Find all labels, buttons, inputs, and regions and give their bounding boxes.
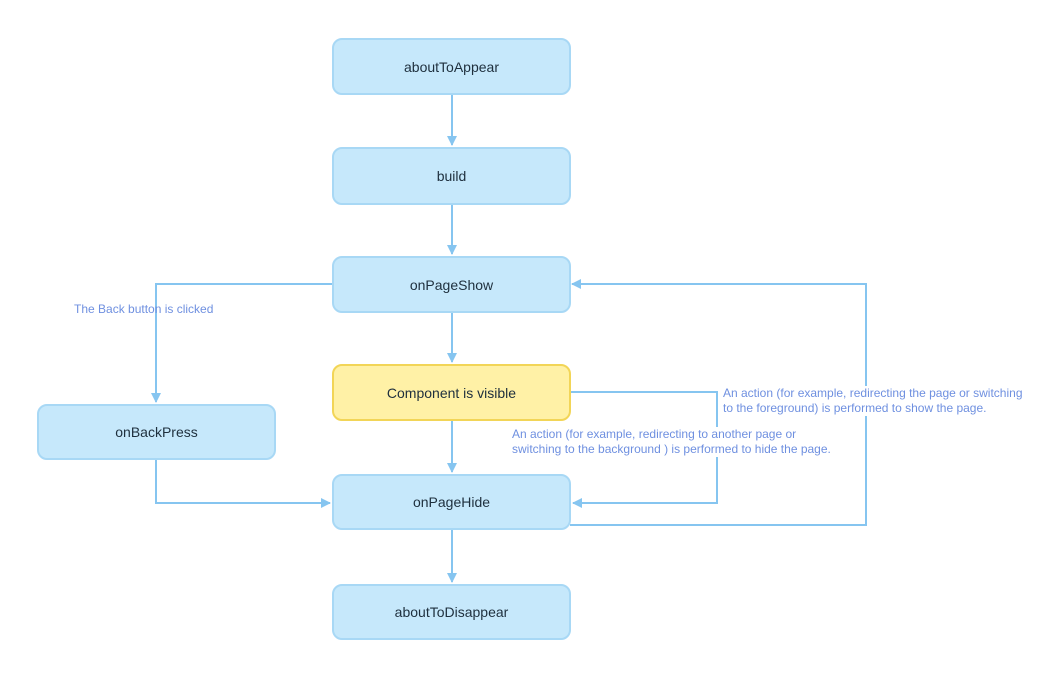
node-component-visible: Component is visible	[332, 364, 571, 421]
node-component-visible-label: Component is visible	[386, 384, 517, 401]
node-on-page-hide: onPageHide	[332, 474, 571, 530]
label-show-action: An action (for example, redirecting the …	[723, 386, 1023, 416]
node-build: build	[332, 147, 571, 205]
node-on-page-hide-label: onPageHide	[412, 494, 491, 510]
label-hide-action: An action (for example, redirecting to a…	[512, 427, 831, 457]
arrow-pageshow-to-backpress	[151, 283, 332, 403]
label-hide-action-line1: An action (for example, redirecting to a…	[512, 427, 797, 441]
label-back-clicked-text: The Back button is clicked	[74, 302, 214, 316]
label-show-action-line2: to the foreground) is performed to show …	[723, 401, 987, 415]
node-about-to-disappear-label: aboutToDisappear	[394, 604, 509, 620]
node-about-to-appear-label: aboutToAppear	[404, 58, 499, 75]
label-show-action-line1: An action (for example, redirecting the …	[723, 386, 1023, 400]
node-on-page-show: onPageShow	[332, 256, 571, 313]
node-on-back-press: onBackPress	[37, 404, 276, 460]
node-on-page-show-label: onPageShow	[409, 276, 494, 293]
label-hide-action-line2: switching to the background ) is perform…	[512, 442, 831, 456]
node-about-to-appear: aboutToAppear	[332, 38, 571, 95]
arrow-backpress-to-pagehide	[155, 460, 331, 508]
node-build-label: build	[436, 168, 467, 184]
node-about-to-disappear: aboutToDisappear	[332, 584, 571, 640]
label-back-clicked: The Back button is clicked	[74, 302, 213, 317]
node-on-back-press-label: onBackPress	[115, 424, 198, 440]
